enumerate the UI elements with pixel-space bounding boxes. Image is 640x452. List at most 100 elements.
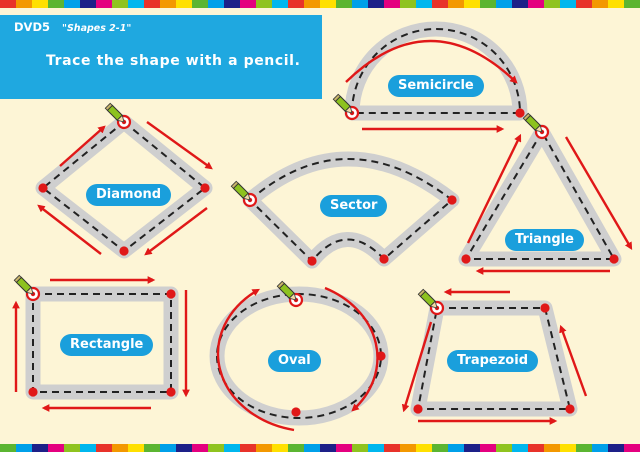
dash-line-trapezoid [416,307,572,410]
border-tile [0,444,16,452]
border-tile [32,0,48,8]
corner-dot [413,404,423,414]
border-tile [16,0,32,8]
instruction-text: Trace the shape with a pencil. [46,53,301,69]
label-sector: Sector [320,195,388,217]
border-tile [544,0,560,8]
border-tile [432,444,448,452]
border-tile [112,444,128,452]
border-tile [512,444,528,452]
border-tile [240,0,256,8]
border-tile [208,0,224,8]
border-tile [608,444,624,452]
border-tile [480,444,496,452]
border-tile [352,0,368,8]
corner-dot [166,289,176,299]
border-tile [416,0,432,8]
border-tile [320,0,336,8]
border-tile [496,444,512,452]
border-tile [128,0,144,8]
border-tile [80,0,96,8]
border-tile [192,444,208,452]
border-tile [96,0,112,8]
border-bottom [0,444,640,452]
border-tile [528,0,544,8]
corner-dot [28,387,38,397]
border-tile [560,444,576,452]
corner-dot [38,183,48,193]
corner-dot [166,387,176,397]
corner-dot [376,351,386,361]
border-tile [192,0,208,8]
border-tile [624,0,640,8]
corner-dot [515,108,525,118]
direction-arrow-icon [559,324,588,397]
border-tile [288,0,304,8]
direction-arrow-icon [466,133,522,244]
border-tile [592,444,608,452]
label-rectangle: Rectangle [60,334,154,356]
border-tile [400,0,416,8]
border-tile [464,444,480,452]
border-tile [320,444,336,452]
dash-line-triangle [464,130,616,260]
border-tile [384,0,400,8]
border-tile [32,444,48,452]
corner-dot [565,404,575,414]
border-tile [96,444,112,452]
border-tile [224,0,240,8]
dash-line-sector [248,158,454,263]
border-tile [64,0,80,8]
label-oval: Oval [268,350,321,372]
border-tile [400,444,416,452]
border-tile [0,0,16,8]
border-tile [336,0,352,8]
label-semicircle: Semicircle [388,75,484,97]
border-tile [368,444,384,452]
direction-arrow-icon [37,204,102,255]
border-tile [576,0,592,8]
border-tile [368,0,384,8]
border-tile [272,0,288,8]
border-tile [608,0,624,8]
corner-dot [291,407,301,417]
border-tile [384,444,400,452]
direction-arrow-icon [324,286,379,412]
direction-arrow-icon [59,125,106,167]
border-tile [272,444,288,452]
corner-dot [119,246,129,256]
corner-dot [609,254,619,264]
corner-dot [447,195,457,205]
border-tile [160,0,176,8]
corner-dot [307,256,317,266]
border-tile [544,444,560,452]
border-tile [528,444,544,452]
direction-arrow-icon [345,39,518,84]
border-tile [288,444,304,452]
pencil-icon [13,274,36,297]
border-tile [48,444,64,452]
direction-arrow-icon [401,321,433,413]
border-tile [64,444,80,452]
border-tile [112,0,128,8]
border-tile [256,0,272,8]
border-tile [448,0,464,8]
dash-line-oval [215,293,383,419]
label-triangle: Triangle [505,229,584,251]
corner-dot [540,303,550,313]
border-tile [464,0,480,8]
border-tile [16,444,32,452]
direction-arrow-icon [216,288,295,432]
corner-dot [461,254,471,264]
pencil-icon [417,288,440,311]
border-tile [336,444,352,452]
border-tile [144,0,160,8]
border-tile [144,444,160,452]
border-tile [80,444,96,452]
border-tile [224,444,240,452]
border-tile [304,444,320,452]
border-tile [592,0,608,8]
corner-dot [200,183,210,193]
border-tile [624,444,640,452]
